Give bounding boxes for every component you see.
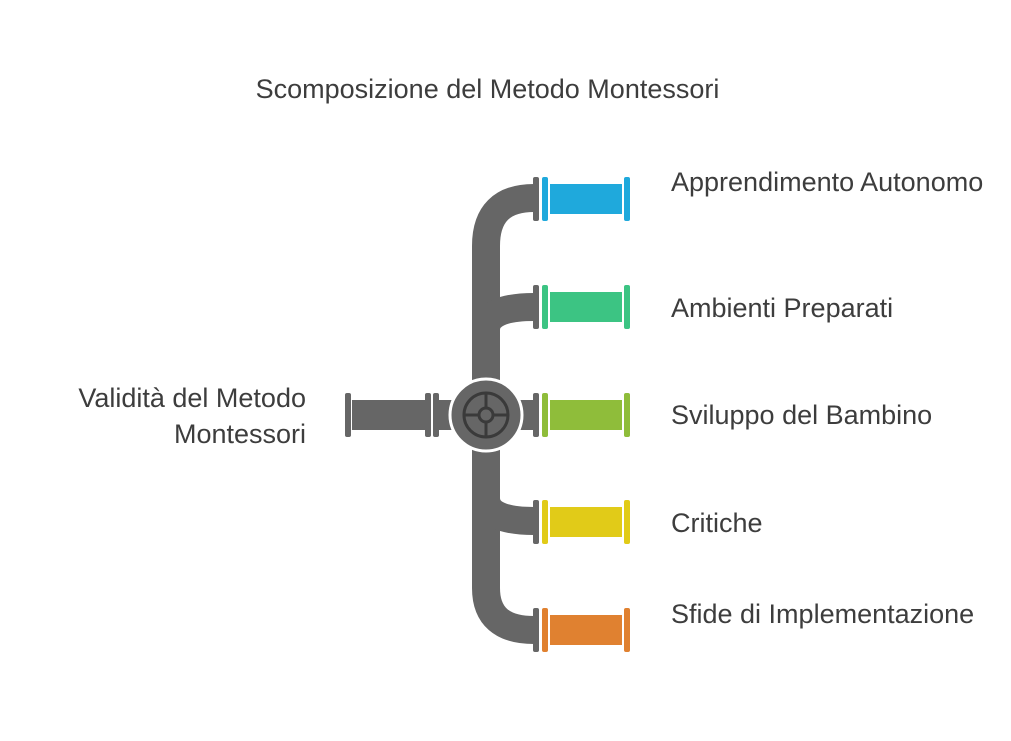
branch-label-2: Ambienti Preparati: [671, 293, 894, 323]
source-label: Validità del Metodo Montessori: [78, 383, 306, 449]
branch-label-1: Apprendimento Autonomo: [671, 167, 984, 197]
branch-pipe-5: [542, 608, 630, 652]
branch-pipe-4: [542, 500, 630, 544]
branch-label-5: Sfide di Implementazione: [671, 599, 975, 629]
branch-pipe-3: [542, 393, 630, 437]
trunk-flanges: [515, 177, 539, 652]
branch-pipe-2: [542, 285, 630, 329]
branch-label-3: Sviluppo del Bambino: [671, 400, 933, 430]
valve-wheel-icon: [448, 377, 524, 453]
diagram-title: Scomposizione del Metodo Montessori: [255, 74, 720, 104]
branch-pipe-1: [542, 177, 630, 221]
branch-label-4: Critiche: [671, 508, 763, 538]
